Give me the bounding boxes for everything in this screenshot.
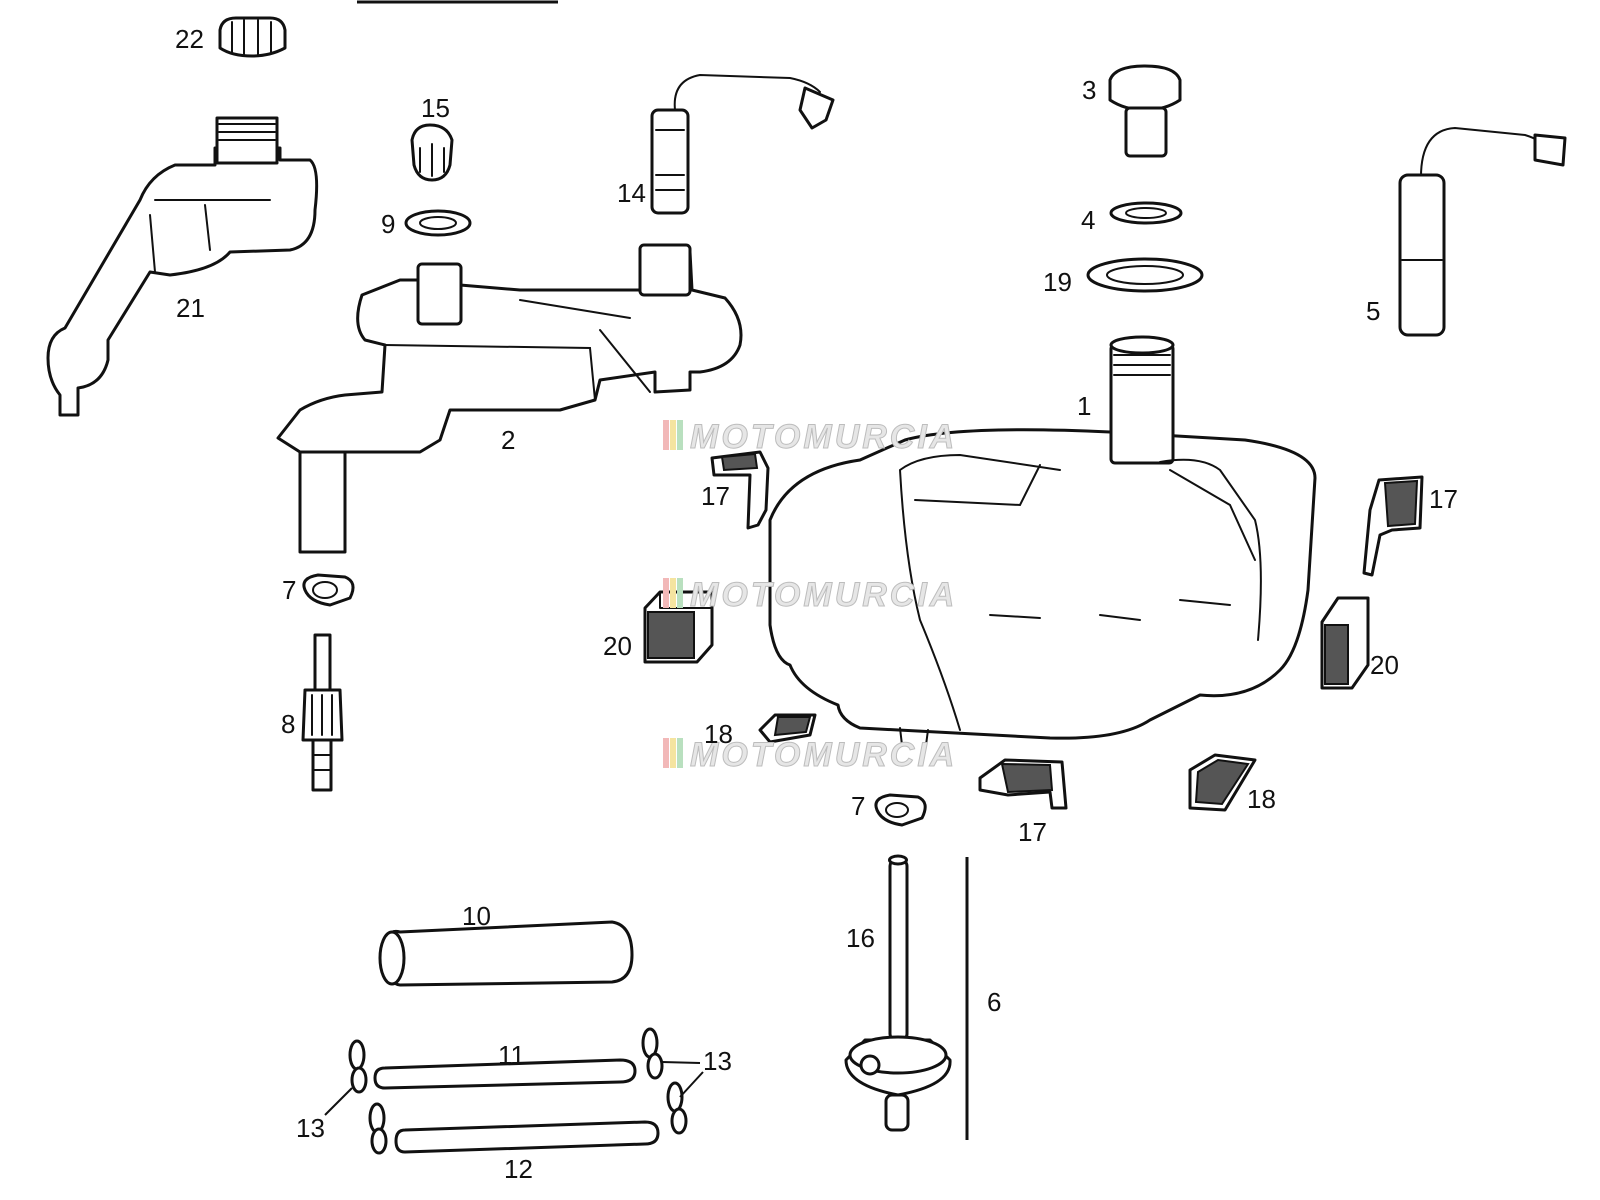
part-21-oil-tank [46,116,319,417]
part-14-level-sender [650,73,835,215]
label-part-20-right: 20 [1370,650,1399,680]
label-part-13-left: 13 [296,1113,325,1143]
label-part-17-left: 17 [701,481,730,511]
part-7-hose-clamp-left [302,573,355,607]
part-8-fuel-tap [301,633,344,792]
label-part-7-bottom: 7 [851,791,865,821]
part-13-clip-1 [348,1039,368,1094]
label-part-21: 21 [176,293,205,323]
part-13-clip-4 [666,1081,688,1135]
part-13-clip-3 [368,1102,388,1155]
watermark-text-2: MOTOMURCIA [690,576,957,614]
part-22-cap [218,16,287,58]
watermark-1: MOTOMURCIA [663,418,957,457]
watermark-text-3: MOTOMURCIA [690,736,957,774]
label-part-10: 10 [462,901,491,931]
label-part-14: 14 [617,178,646,208]
watermark-3: MOTOMURCIA [663,736,957,775]
label-part-16: 16 [846,923,875,953]
part-18-pad-left [758,713,817,744]
label-part-2: 2 [501,425,515,455]
part-17-pad-right [1362,475,1424,577]
part-2-tank-cover [276,243,743,554]
label-part-17-bottom: 17 [1018,817,1047,847]
part-17-pad-bottom [978,758,1068,810]
label-part-18-left: 18 [704,719,733,749]
watermark-text-1: MOTOMURCIA [690,418,957,456]
part-16-fuel-pickup [844,854,952,1132]
label-part-1: 1 [1077,391,1091,421]
part-11-hose [373,1058,637,1090]
label-part-3: 3 [1082,75,1096,105]
label-part-12: 12 [504,1154,533,1184]
leader-13-right-a [661,1061,701,1064]
part-20-foam-left [643,590,714,664]
part-15-cap [410,123,454,182]
part-18-pad-right [1188,753,1257,812]
part-10-hose [378,920,634,987]
part-12-hose [394,1120,660,1154]
label-part-18-right: 18 [1247,784,1276,814]
watermark-2: MOTOMURCIA [663,576,957,615]
label-part-4: 4 [1081,205,1095,235]
label-part-13-right: 13 [703,1046,732,1076]
part-5-fuel-sensor [1398,126,1567,337]
part-19-seal-ring [1086,257,1204,293]
label-part-8: 8 [281,709,295,739]
part-1-fuel-tank [768,335,1317,746]
label-part-15: 15 [421,93,450,123]
part-20-foam-right [1320,596,1370,690]
label-part-11: 11 [498,1040,525,1070]
leader-13-right-b [679,1071,704,1098]
part-13-clip-2 [641,1027,664,1080]
label-part-20-left: 20 [603,631,632,661]
part-7-hose-clamp-bottom [874,793,927,827]
part-3-filler-cap [1108,64,1182,158]
part-17-pad-left [710,450,770,530]
part-9-washer [404,209,472,237]
label-part-6: 6 [987,987,1001,1017]
label-part-22: 22 [175,24,204,54]
label-part-19: 19 [1043,267,1072,297]
label-part-7-left: 7 [282,575,296,605]
label-part-17-right: 17 [1429,484,1458,514]
label-part-9: 9 [381,209,395,239]
leader-13-left [324,1087,353,1116]
part-4-gasket [1109,201,1183,225]
label-part-5: 5 [1366,296,1380,326]
